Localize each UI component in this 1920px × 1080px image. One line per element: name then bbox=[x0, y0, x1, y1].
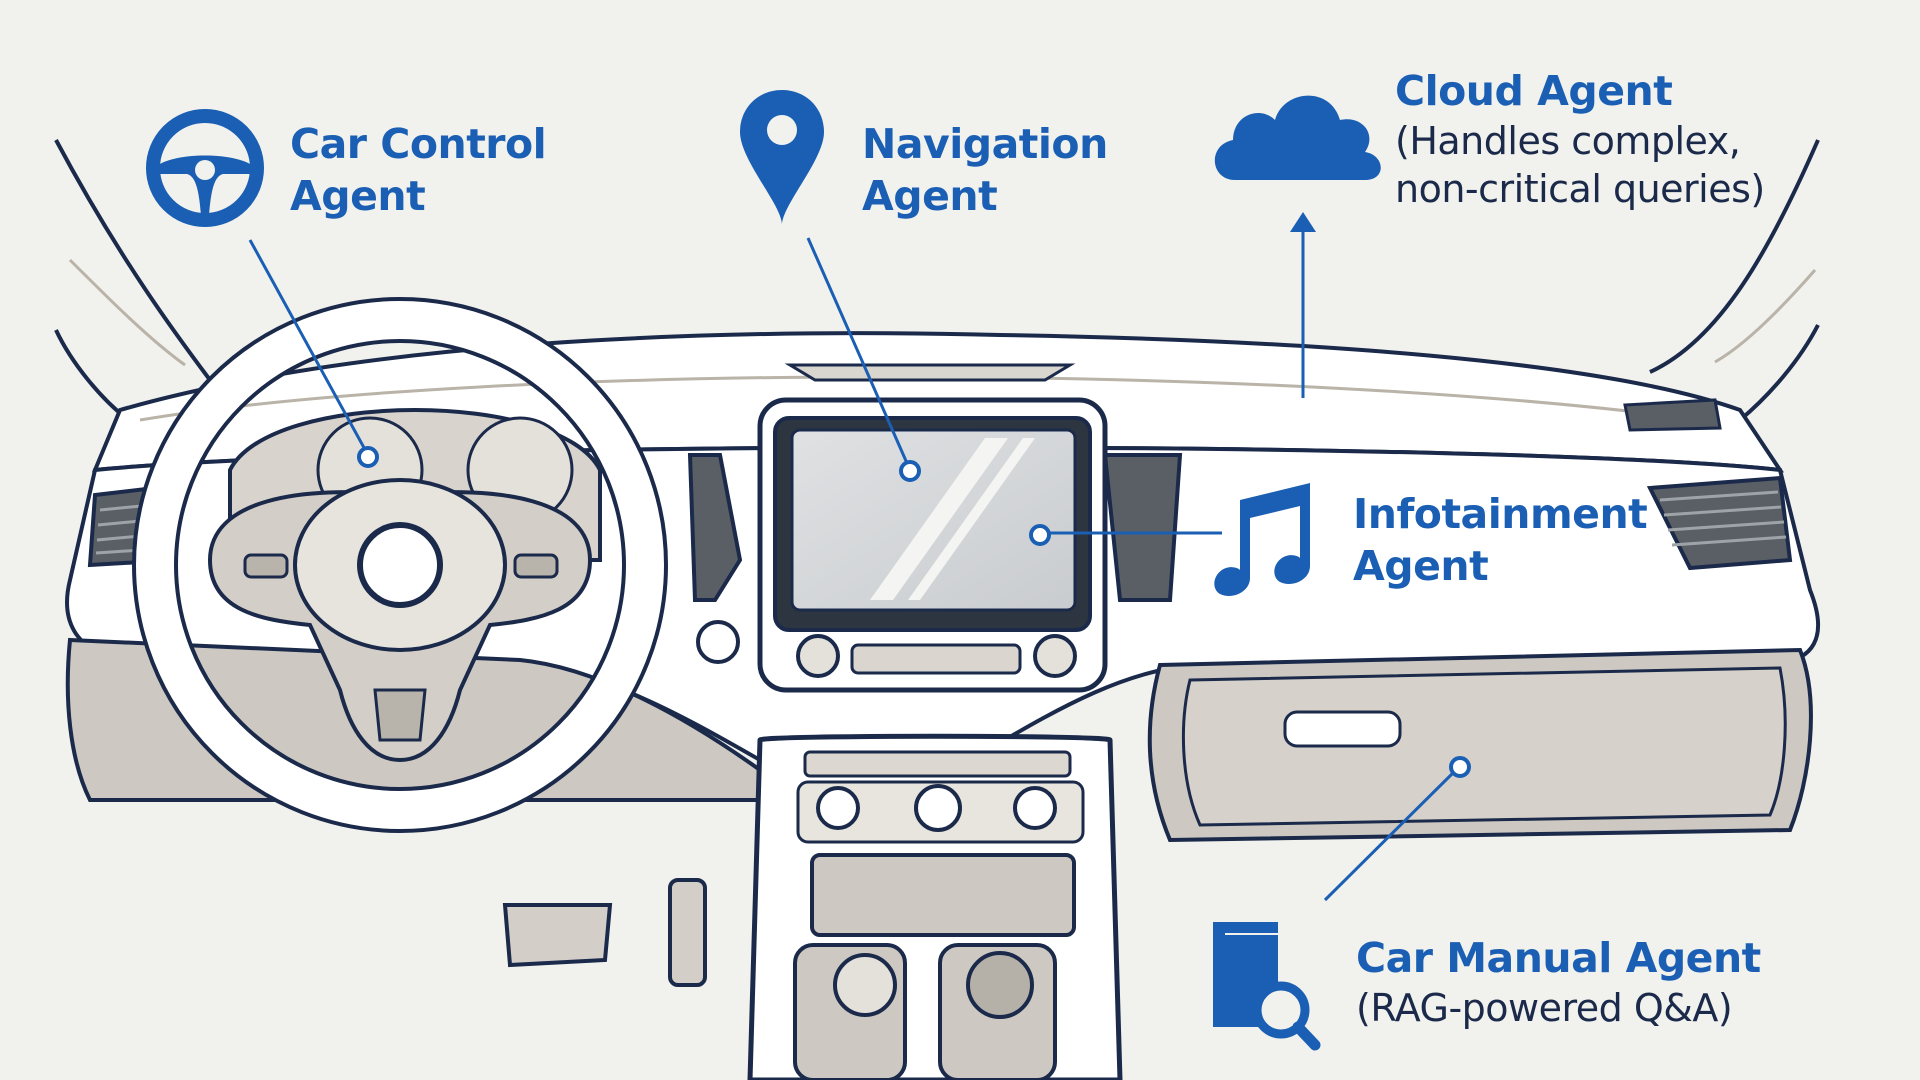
connector-endpoints bbox=[357, 446, 1471, 778]
cloud-icon bbox=[1214, 95, 1381, 180]
cloud-agent-title: Cloud Agent bbox=[1395, 67, 1673, 115]
connector-car-manual bbox=[1323, 766, 1460, 902]
connector-navigation bbox=[806, 237, 912, 471]
center-stack bbox=[687, 397, 1183, 693]
steering-wheel bbox=[132, 297, 668, 833]
infotainment-agent-label: Infotainment Agent bbox=[1353, 488, 1648, 592]
cloud-arrowhead bbox=[1290, 212, 1316, 232]
lower-console bbox=[747, 733, 1123, 1080]
connector-lines bbox=[248, 212, 1460, 902]
car-control-agent-title-line2: Agent bbox=[290, 172, 426, 220]
navigation-agent-title-line1: Navigation bbox=[862, 120, 1108, 168]
car-control-agent-label: Car Control Agent bbox=[290, 118, 547, 222]
map-pin-icon bbox=[740, 90, 824, 225]
air-vent-right bbox=[1646, 475, 1793, 571]
windshield-edge bbox=[68, 258, 1817, 367]
car-manual-agent-title: Car Manual Agent bbox=[1356, 934, 1761, 982]
cloud-agent-label: Cloud Agent (Handles complex, non-critic… bbox=[1395, 65, 1765, 213]
car-manual-agent-description: (RAG-powered Q&A) bbox=[1356, 986, 1733, 1030]
car-control-agent-title-line1: Car Control bbox=[290, 120, 547, 168]
glovebox-handle bbox=[1283, 710, 1402, 748]
steering-wheel-icon bbox=[146, 109, 264, 227]
air-vent-right-top bbox=[1623, 398, 1722, 432]
pedals bbox=[502, 878, 707, 987]
connector-car-control bbox=[248, 239, 370, 456]
cloud-agent-description-line1: (Handles complex, bbox=[1395, 119, 1741, 163]
manual-search-icon bbox=[1213, 922, 1321, 1051]
navigation-agent-title-line2: Agent bbox=[862, 172, 998, 220]
infotainment-agent-title-line1: Infotainment bbox=[1353, 490, 1648, 538]
infotainment-agent-title-line2: Agent bbox=[1353, 542, 1489, 590]
music-note-icon bbox=[1214, 483, 1310, 597]
car-manual-agent-label: Car Manual Agent (RAG-powered Q&A) bbox=[1356, 932, 1761, 1032]
cloud-agent-description-line2: non-critical queries) bbox=[1395, 167, 1765, 211]
navigation-agent-label: Navigation Agent bbox=[862, 118, 1108, 222]
